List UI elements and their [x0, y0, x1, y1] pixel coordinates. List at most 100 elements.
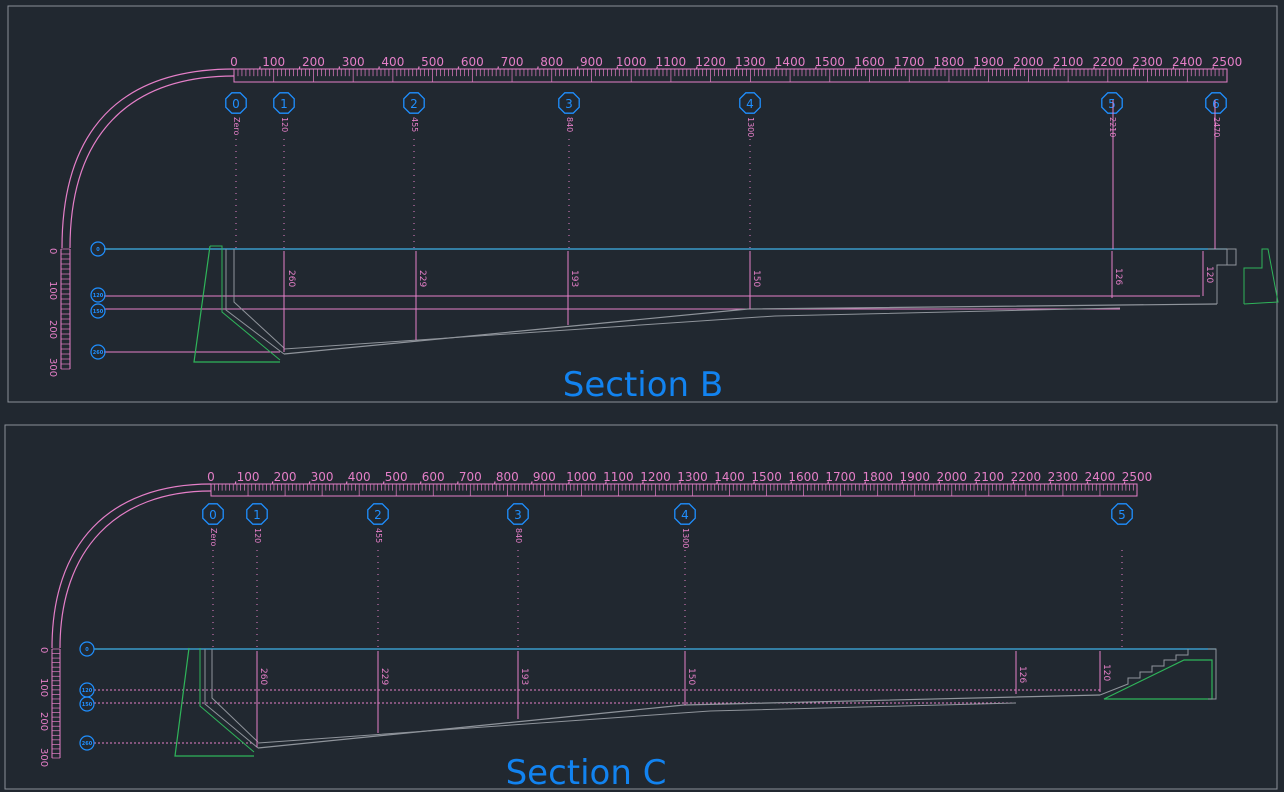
- svg-text:,: ,: [789, 472, 793, 486]
- section-b-floor-line: [283, 303, 1218, 355]
- section-c-depth-dim: 193: [517, 651, 529, 719]
- section-b-depth-dim: 193: [567, 251, 579, 325]
- svg-text:0: 0: [96, 247, 100, 253]
- station-value-label: Zero: [209, 528, 218, 547]
- svg-text:,: ,: [1211, 57, 1215, 71]
- ruler-tick-label: 400: [348, 470, 371, 484]
- section-c-level-marker: 150: [79, 696, 95, 712]
- section-b-wall-green: [193, 245, 280, 363]
- ruler-tick-label: 1900: [973, 55, 1004, 69]
- ruler-tick-label: 1000: [566, 470, 597, 484]
- station-marker: 4 1300: [674, 503, 696, 649]
- section-c-depth-dim: 150: [684, 651, 696, 705]
- svg-text:,: ,: [1048, 472, 1052, 486]
- svg-text:,: ,: [271, 472, 275, 486]
- ruler-tick-label: 1200: [695, 55, 726, 69]
- svg-text:260: 260: [286, 270, 296, 287]
- svg-text:,: ,: [937, 472, 941, 486]
- svg-text:,: ,: [814, 57, 818, 71]
- section-b-level-marker: 120: [90, 287, 106, 303]
- section-b-wall-gray: [225, 249, 285, 355]
- svg-text:,: ,: [456, 472, 460, 486]
- section-c-ruler-minor-ticks: [210, 484, 1138, 496]
- ruler-tick-label: 600: [422, 470, 445, 484]
- section-c-drawing: 0,100,200,300,400,500,600,700,800,900,10…: [4, 424, 1278, 792]
- svg-text:,: ,: [974, 472, 978, 486]
- ruler-tick-label: 2100: [974, 470, 1005, 484]
- svg-text:3: 3: [514, 508, 522, 522]
- section-b-depth-label: 300: [47, 358, 58, 377]
- ruler-tick-label: 1400: [714, 470, 745, 484]
- section-b-curve-inner: [69, 75, 235, 249]
- section-b-floor-line-inner: [283, 307, 1121, 350]
- svg-text:,: ,: [695, 57, 699, 71]
- section-b-level-marker: 150: [90, 303, 106, 319]
- station-value-label: 2470: [1212, 117, 1221, 137]
- svg-text:260: 260: [258, 668, 268, 685]
- section-b-depth-dim: 260: [283, 251, 296, 352]
- ruler-tick-label: 2500: [1122, 470, 1153, 484]
- ruler-tick-label: 1700: [825, 470, 856, 484]
- section-c-steps: [1099, 649, 1189, 696]
- section-c-ruler-labels: 0,100,200,300,400,500,600,700,800,900,10…: [207, 470, 1152, 486]
- ruler-tick-label: 1600: [788, 470, 819, 484]
- svg-text:2: 2: [410, 97, 418, 111]
- section-c-title: Section C: [506, 753, 667, 792]
- svg-text:0: 0: [85, 647, 89, 653]
- station-marker: 52210: [1101, 92, 1123, 137]
- svg-text:,: ,: [641, 472, 645, 486]
- svg-text:2: 2: [374, 508, 382, 522]
- station-value-label: 455: [410, 117, 419, 132]
- svg-text:150: 150: [82, 702, 93, 708]
- section-c-end-frame: [1208, 648, 1217, 700]
- svg-text:126: 126: [1113, 268, 1123, 285]
- ruler-tick-label: 2200: [1011, 470, 1042, 484]
- section-b-depth-label: 0: [47, 248, 58, 254]
- ruler-tick-label: 700: [501, 55, 524, 69]
- svg-text:150: 150: [686, 668, 696, 685]
- ruler-tick-label: 2000: [1013, 55, 1044, 69]
- station-value-label: 840: [565, 117, 574, 132]
- svg-text:,: ,: [382, 472, 386, 486]
- svg-text:,: ,: [576, 57, 580, 71]
- section-b-wall-green-inner: [210, 245, 281, 361]
- svg-text:0: 0: [209, 508, 217, 522]
- svg-text:,: ,: [715, 472, 719, 486]
- svg-text:,: ,: [536, 57, 540, 71]
- svg-text:193: 193: [569, 270, 579, 287]
- section-c-depth-label: 300: [38, 748, 49, 767]
- section-c-end-wall: [1103, 659, 1213, 700]
- svg-text:,: ,: [655, 57, 659, 71]
- svg-text:4: 4: [681, 508, 689, 522]
- station-value-label: 1300: [681, 528, 690, 548]
- ruler-tick-label: 400: [381, 55, 404, 69]
- ruler-tick-label: 0: [207, 470, 215, 484]
- svg-text:,: ,: [1052, 57, 1056, 71]
- svg-text:,: ,: [774, 57, 778, 71]
- section-b-level-marker: 260: [90, 344, 106, 360]
- section-c-wall-gray-inner: [211, 649, 259, 743]
- svg-text:,: ,: [258, 57, 262, 71]
- svg-text:,: ,: [457, 57, 461, 71]
- ruler-tick-label: 300: [311, 470, 334, 484]
- svg-text:,: ,: [893, 57, 897, 71]
- svg-text:229: 229: [379, 668, 389, 685]
- ruler-tick-label: 2400: [1172, 55, 1203, 69]
- svg-text:,: ,: [900, 472, 904, 486]
- svg-text:5: 5: [1108, 97, 1116, 111]
- ruler-tick-label: 300: [342, 55, 365, 69]
- section-b-level-marker: 0: [90, 241, 106, 257]
- ruler-tick-label: 800: [496, 470, 519, 484]
- svg-text:3: 3: [565, 97, 573, 111]
- section-b-depth-label: 200: [47, 320, 58, 339]
- ruler-tick-label: 1100: [603, 470, 634, 484]
- ruler-tick-label: 2300: [1048, 470, 1079, 484]
- section-c-floor-line: [257, 694, 1101, 749]
- ruler-tick-label: 900: [580, 55, 603, 69]
